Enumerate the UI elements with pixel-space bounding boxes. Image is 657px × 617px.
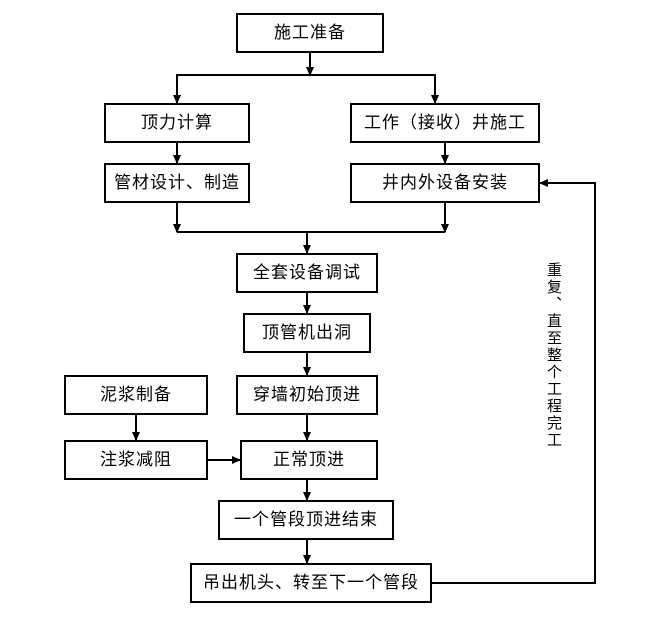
node-lift-head-label: 吊出机头、转至下一个管段 <box>203 572 419 593</box>
node-slurry-prep[interactable]: 泥浆制备 <box>64 375 208 415</box>
node-prep-label: 施工准备 <box>274 22 346 43</box>
node-section-end[interactable]: 一个管段顶进结束 <box>218 500 394 540</box>
node-wall-start-label: 穿墙初始顶进 <box>253 384 361 405</box>
node-jack-force-label: 顶力计算 <box>141 112 213 133</box>
node-pipe-design[interactable]: 管材设计、制造 <box>104 163 250 203</box>
node-jack-force[interactable]: 顶力计算 <box>104 103 250 143</box>
node-shaft-work-label: 工作（接收）井施工 <box>364 112 526 133</box>
node-pipe-design-label: 管材设计、制造 <box>114 172 240 193</box>
node-wall-start[interactable]: 穿墙初始顶进 <box>236 375 378 415</box>
node-equip-install-label: 井内外设备安装 <box>382 172 508 193</box>
node-shaft-work[interactable]: 工作（接收）井施工 <box>350 103 540 143</box>
node-equip-install[interactable]: 井内外设备安装 <box>350 163 540 203</box>
node-equip-debug[interactable]: 全套设备调试 <box>236 253 378 293</box>
node-equip-debug-label: 全套设备调试 <box>253 262 361 283</box>
edge-loop-back-to-equipinstall <box>432 179 596 584</box>
node-section-end-label: 一个管段顶进结束 <box>234 509 378 530</box>
node-normal-jack[interactable]: 正常顶进 <box>240 440 378 480</box>
node-grout-reduce-label: 注浆减阻 <box>100 449 172 470</box>
node-lift-head[interactable]: 吊出机头、转至下一个管段 <box>190 563 432 603</box>
node-machine-out[interactable]: 顶管机出洞 <box>243 313 371 353</box>
node-normal-jack-label: 正常顶进 <box>273 449 345 470</box>
node-slurry-prep-label: 泥浆制备 <box>100 384 172 405</box>
node-machine-out-label: 顶管机出洞 <box>262 322 352 343</box>
loop-label: 重复、直至整个工程完工 <box>545 262 563 449</box>
node-prep[interactable]: 施工准备 <box>236 13 384 53</box>
node-grout-reduce[interactable]: 注浆减阻 <box>64 440 208 480</box>
